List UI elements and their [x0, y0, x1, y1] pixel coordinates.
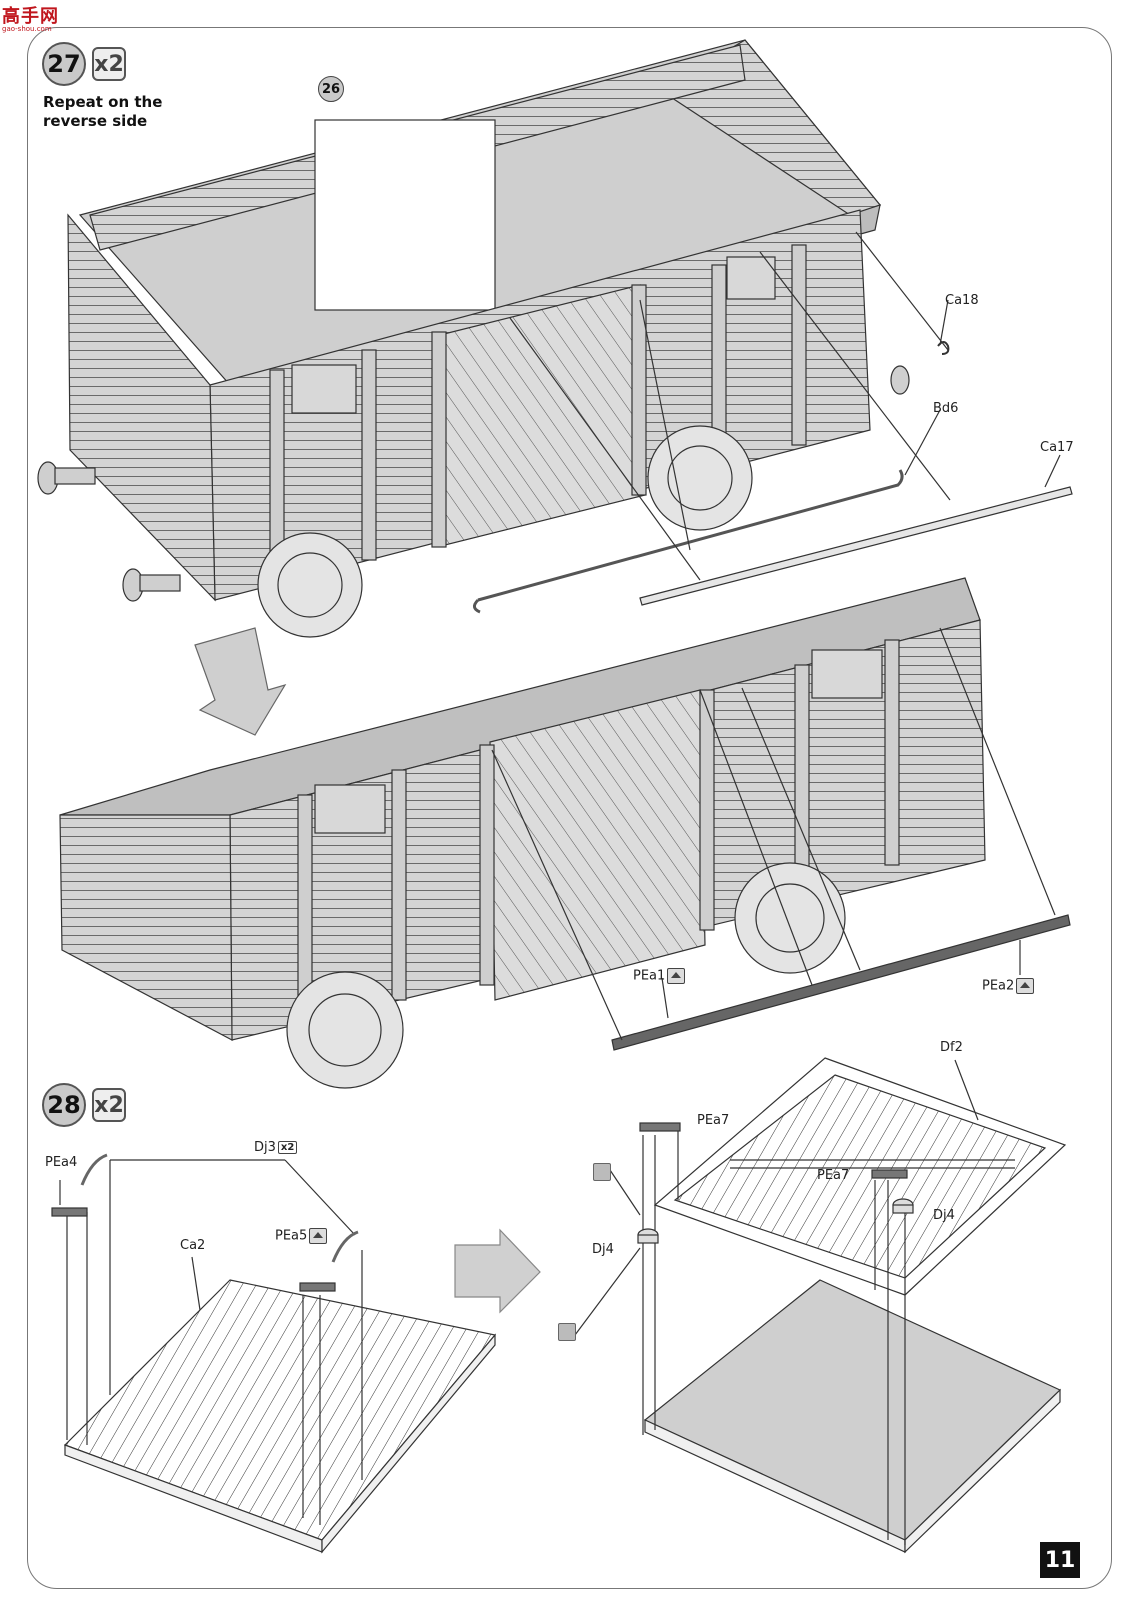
glue-icon [558, 1323, 576, 1341]
multiplier-badge: x2 [92, 47, 126, 81]
photo-etch-icon [1016, 978, 1035, 994]
photo-etch-icon [667, 968, 686, 984]
site-logo: 高手网 gao-shou.com [2, 2, 72, 38]
photo-etch-icon [309, 1228, 328, 1244]
part-label-df2: Df2 [940, 1040, 963, 1055]
step-number: 28 [42, 1083, 86, 1127]
step-28-header: 28 x2 [42, 1083, 126, 1127]
step28-left [51, 1153, 497, 1554]
wagon-mid [59, 577, 986, 1089]
part-label-pea4: PEa4 [45, 1155, 78, 1170]
part-label-text: PEa1 [633, 968, 666, 984]
part-label-bd6: Bd6 [933, 401, 959, 416]
arrow-right [454, 1228, 541, 1314]
page-frame [27, 27, 1112, 1589]
step-note: Repeat on the reverse side [43, 93, 163, 130]
logo-text: 高手网 [2, 6, 59, 27]
part-label-ca2: Ca2 [180, 1238, 206, 1253]
part-label-pea7: PEa7 [817, 1168, 850, 1183]
part-label-text: Dj3 [254, 1140, 276, 1155]
arrow-down [194, 627, 287, 736]
part-label-pea2: PEa2 [982, 978, 1035, 994]
page-number: 11 [1040, 1542, 1080, 1578]
step28-right [574, 1057, 1067, 1554]
part-label-pea7: PEa7 [697, 1113, 730, 1128]
part-label-text: PEa2 [982, 978, 1015, 994]
reference-step: 26 [318, 76, 344, 102]
multiplier-badge: x2 [92, 1088, 126, 1122]
part-label-dj4: Dj4 [933, 1208, 955, 1223]
part-label-text: PEa5 [275, 1228, 308, 1244]
step-27-header: 27 x2 [42, 42, 126, 86]
multiplier-badge: x2 [277, 1141, 298, 1154]
part-label-ca18: Ca18 [945, 293, 979, 308]
part-label-pea1: PEa1 [633, 968, 686, 984]
wagon-top [37, 39, 910, 638]
step-number: 27 [42, 42, 86, 86]
part-label-ca17: Ca17 [1040, 440, 1074, 455]
part-label-pea5: PEa5 [275, 1228, 328, 1244]
part-label-dj4: Dj4 [592, 1242, 614, 1257]
step27-parts [473, 231, 1073, 614]
logo-url: gao-shou.com [2, 25, 52, 33]
step27-pea-strips [491, 627, 1071, 1051]
glue-icon [593, 1163, 611, 1181]
